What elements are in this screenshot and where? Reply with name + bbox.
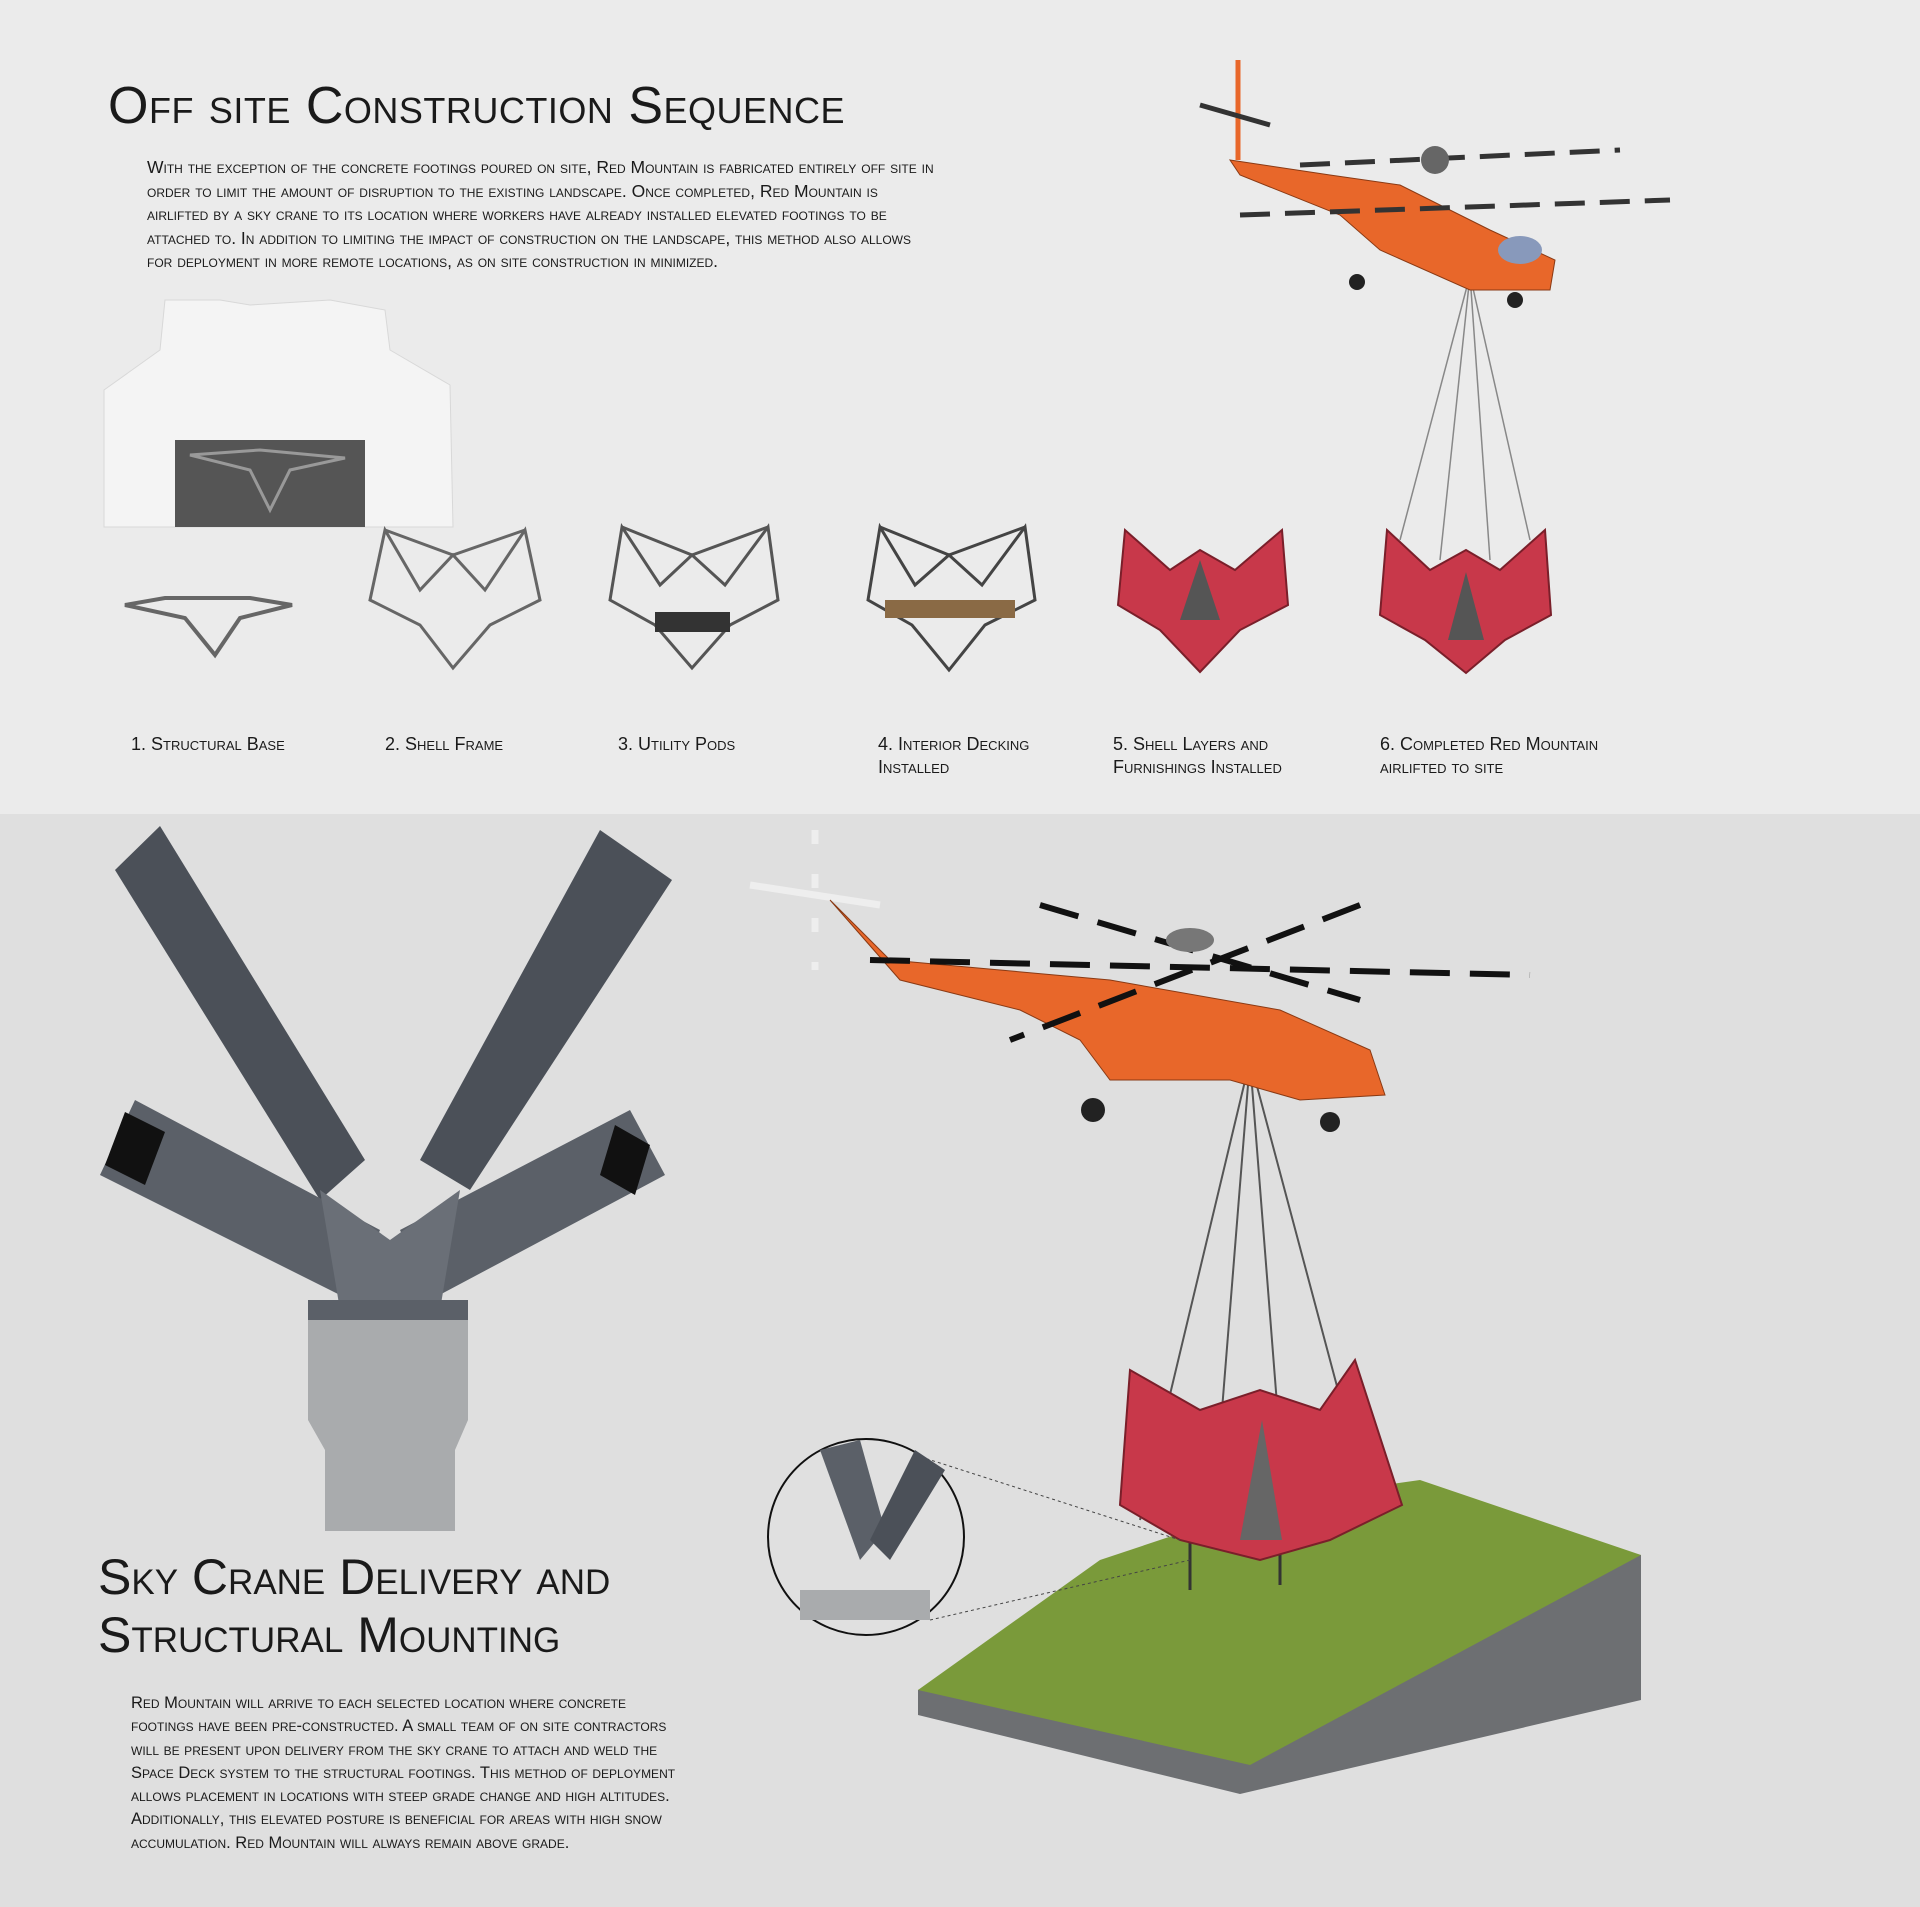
terrain-site	[918, 1480, 1641, 1794]
step-label-2: 2. Shell Frame	[385, 734, 504, 754]
skycrane-title-line1: Sky Crane Delivery and	[98, 1549, 611, 1605]
step-5-shell-layers	[1116, 527, 1290, 674]
step-1-structural-base	[124, 596, 293, 659]
step-2-shell-frame	[368, 525, 542, 671]
skycrane-description: Red Mountain will arrive to each selecte…	[131, 1694, 676, 1852]
step-label-3: 3. Utility Pods	[618, 734, 736, 754]
step-6-completed-module	[1378, 527, 1553, 675]
detail-callout-circle	[767, 1438, 1191, 1636]
step-label-5: 5. Shell Layers and Furnishings Installe…	[1113, 734, 1282, 777]
red-module-delivery	[1118, 1357, 1404, 1562]
step-3-utility-pods	[608, 522, 780, 671]
step-4-interior-decking	[866, 522, 1037, 673]
section-title-skycrane: Sky Crane Delivery and Structural Mounti…	[98, 1548, 610, 1664]
step-label-1: 1. Structural Base	[131, 734, 285, 754]
steel-node-detail	[100, 826, 672, 1531]
section-title-offsite: Off site Construction Sequence	[108, 77, 846, 135]
step-label-6: 6. Completed Red Mountain airlifted to s…	[1380, 734, 1599, 777]
skycrane-title-line2: Structural Mounting	[98, 1607, 561, 1663]
step-label-4: 4. Interior Decking Installed	[878, 734, 1030, 777]
offsite-description: With the exception of the concrete footi…	[147, 157, 934, 271]
helicopter-top	[1199, 60, 1671, 561]
hangar-illustration	[103, 299, 454, 528]
